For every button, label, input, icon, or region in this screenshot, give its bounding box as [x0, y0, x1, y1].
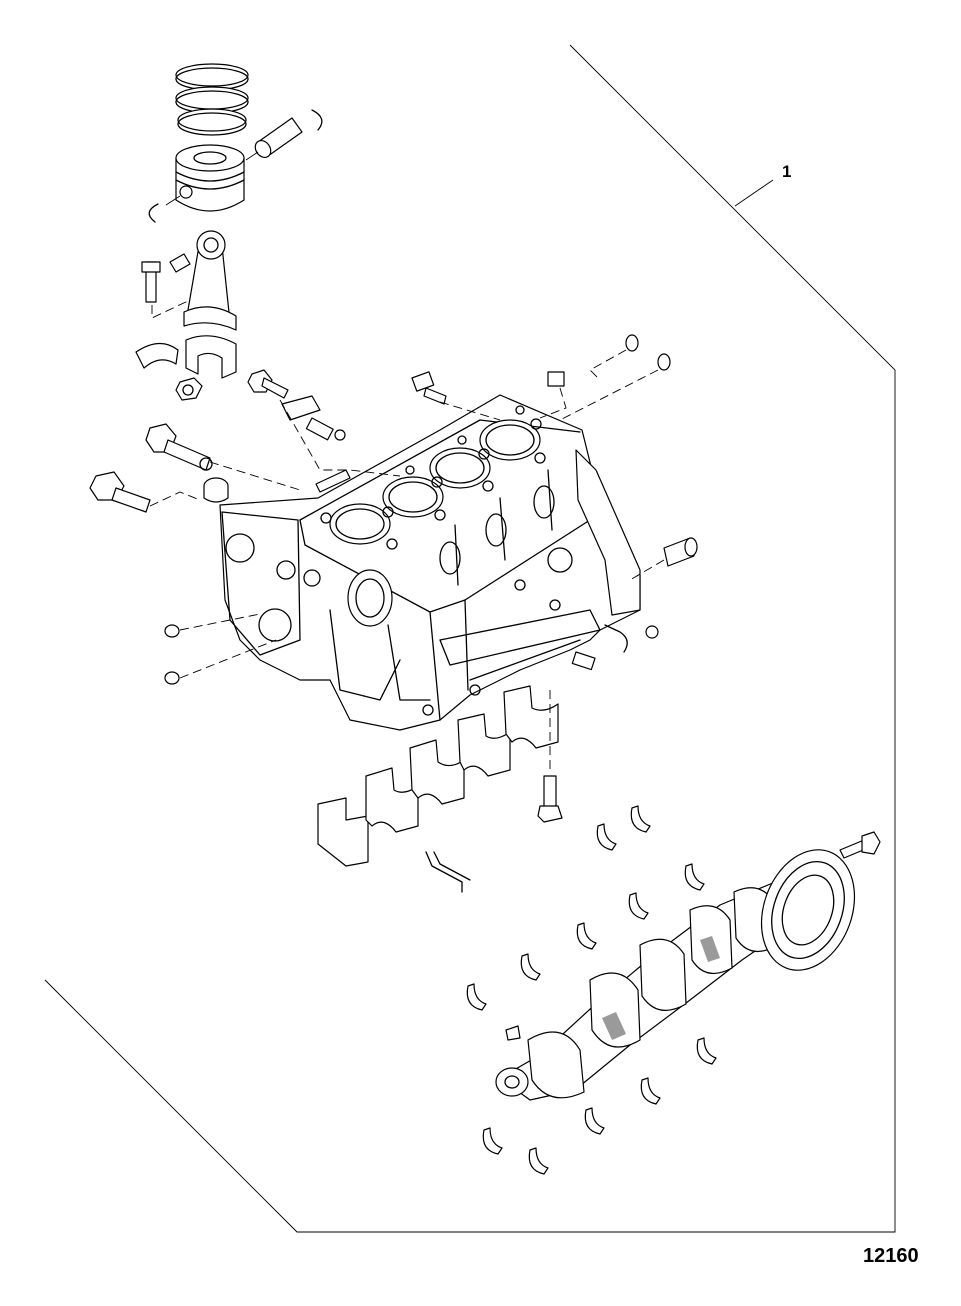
- rear-cover: [575, 449, 641, 616]
- main-bearing-cap-bolt: [537, 775, 563, 823]
- piston: [175, 144, 245, 212]
- oil-filter-stud-bolt: [89, 471, 151, 513]
- bearing-shell: [596, 823, 617, 851]
- bolt-lower-right: [571, 651, 596, 671]
- plug-top-1: [411, 371, 447, 405]
- main-bearing-cap-3: [409, 739, 465, 805]
- rod-bushing: [169, 253, 191, 273]
- main-bearing-cap-2: [365, 767, 419, 833]
- piston-rings: [175, 63, 249, 136]
- bearing-shell: [482, 1127, 503, 1155]
- callout-leader-line: [734, 179, 774, 207]
- bearing-shell: [684, 863, 705, 891]
- dowel-sleeve: [203, 477, 229, 503]
- crankshaft-position-sensor: [281, 395, 346, 441]
- dowel-right: [663, 537, 698, 567]
- plug-top-3: [625, 334, 639, 352]
- oil-strainer-bracket: [425, 851, 471, 893]
- woodruff-key: [505, 1025, 521, 1041]
- main-bearing-cap-5: [503, 685, 559, 749]
- bearing-shell: [584, 1107, 605, 1135]
- seal-ring-bolt: [839, 831, 881, 859]
- bearing-shell: [528, 1147, 549, 1175]
- oil-pressure-switch: [145, 423, 213, 471]
- rod-nut: [175, 377, 203, 401]
- rod-bearing-cap: [185, 335, 237, 379]
- plug-top-4: [657, 353, 671, 371]
- rod-bolt: [141, 261, 161, 303]
- bearing-shell: [630, 805, 651, 833]
- bearing-shell: [628, 892, 649, 920]
- rod-bearing-shell: [135, 342, 179, 369]
- connecting-rod: [183, 230, 237, 331]
- rear-seal-ring: [760, 849, 856, 971]
- bolt-upper-left: [247, 369, 289, 399]
- callout-number: 1: [782, 162, 791, 181]
- bearing-shell: [640, 1077, 661, 1105]
- main-bearing-cap-4: [457, 713, 511, 777]
- plug-top-2: [547, 371, 565, 387]
- dowel-left-lower: [164, 671, 180, 685]
- piston-pin: [254, 117, 303, 158]
- bearing-shell: [696, 1037, 717, 1065]
- cylinder-block: [219, 394, 641, 731]
- snap-ring-left: [148, 203, 159, 223]
- snap-ring-right: [311, 109, 323, 131]
- figure-number: 12160: [863, 1245, 919, 1267]
- bearing-shell: [576, 922, 597, 950]
- dowel-left-upper: [164, 624, 180, 638]
- bearing-shell: [466, 983, 487, 1011]
- assembly-outline: [44, 44, 896, 1233]
- main-bearing-cap-1: [317, 797, 369, 867]
- stud: [315, 469, 351, 493]
- bearing-shells: [466, 805, 717, 1175]
- oil-jet-pipe: [604, 624, 659, 653]
- bearing-shell: [520, 953, 541, 981]
